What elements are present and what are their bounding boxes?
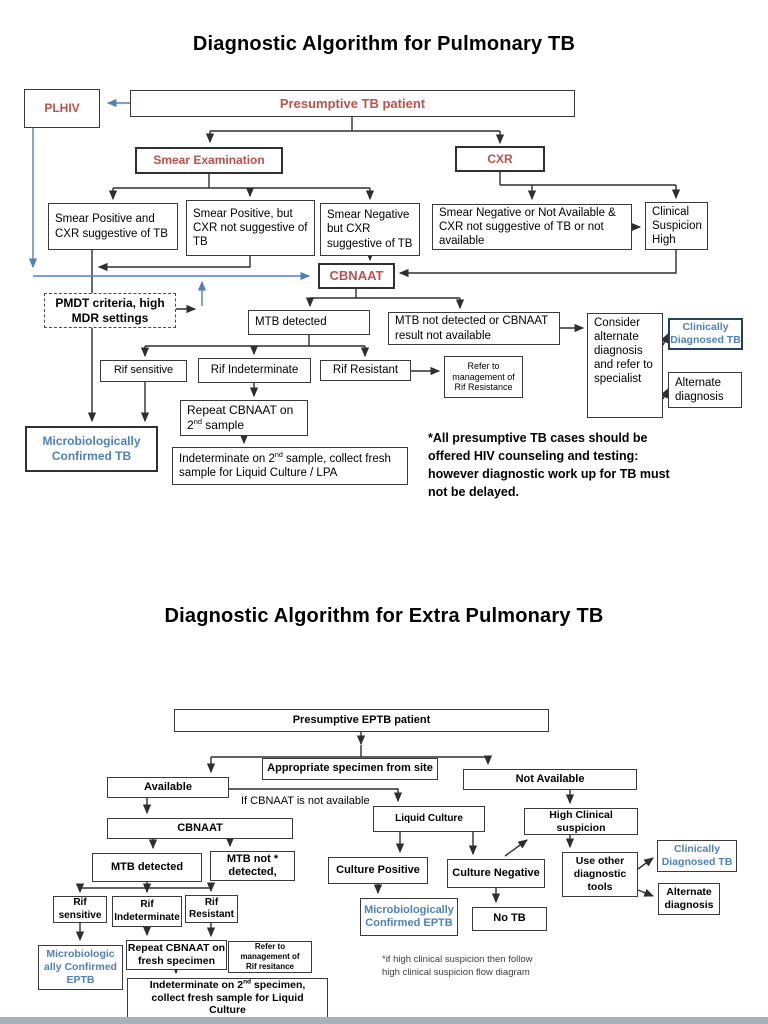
pmdt-criteria-box: PMDT criteria, high MDR settings — [44, 293, 176, 328]
culture-negative-box: Culture Negative — [447, 859, 545, 888]
rif-resistant-eptb-box: Rif Resistant — [185, 895, 238, 923]
appropriate-specimen-box: Appropriate specimen from site — [262, 758, 438, 780]
indeterminate-2nd-specimen-box: Indeterminate on 2nd specimen, collect f… — [127, 978, 328, 1018]
pulmonary-footnote: *All presumptive TB cases should be offe… — [428, 431, 670, 500]
culture-positive-box: Culture Positive — [328, 857, 428, 884]
rif-indeterminate-eptb-box: Rif Indeterminate — [112, 896, 182, 927]
rif-resistant-box: Rif Resistant — [320, 360, 411, 381]
mtb-not-detected-eptb-box: MTB not * detected, — [210, 851, 295, 881]
high-clinical-suspicion-box: High Clinical suspicion — [524, 808, 638, 835]
alternate-diagnosis-eptb-box: Alternate diagnosis — [658, 883, 720, 915]
repeat-cbnaat-fresh-specimen-box: Repeat CBNAAT on fresh specimen — [126, 940, 227, 970]
smear-neg-not-available-box: Smear Negative or Not Available & CXR no… — [432, 204, 632, 250]
indeterminate-2nd-sample-box: Indeterminate on 2nd sample, collect fre… — [172, 447, 408, 485]
rif-sensitive-eptb-box: Rif sensitive — [53, 896, 107, 923]
mtb-detected-eptb-box: MTB detected — [92, 853, 202, 882]
micro-confirmed-eptb-left-box: Microbiologic ally Confirmed EPTB — [38, 945, 123, 990]
not-available-box: Not Available — [463, 769, 637, 790]
indeterminate-text: Indeterminate on 2nd sample, collect fre… — [179, 451, 391, 479]
rif-indeterminate-box: Rif Indeterminate — [198, 358, 311, 383]
presumptive-tb-patient-box: Presumptive TB patient — [130, 90, 575, 117]
mtb-detected-box: MTB detected — [248, 310, 370, 335]
cxr-box: CXR — [455, 146, 545, 172]
alternate-diagnosis-box: Alternate diagnosis — [668, 372, 742, 408]
liquid-culture-box: Liquid Culture — [373, 806, 485, 832]
plhiv-box: PLHIV — [24, 89, 100, 128]
eptb-footnote: *if high clinical suspicion then follow … — [382, 954, 533, 978]
refer-rif-resitance-box: Refer to management of Rif resitance — [228, 941, 312, 973]
pulmonary-title: Diagnostic Algorithm for Pulmonary TB — [192, 33, 576, 55]
repeat-cbnaat-box: Repeat CBNAAT on 2nd sample — [180, 400, 308, 436]
indeterminate-eptb-text: Indeterminate on 2nd specimen, collect f… — [149, 978, 306, 1017]
smear-examination-box: Smear Examination — [135, 147, 283, 174]
clinically-diagnosed-tb-box: Clinically Diagnosed TB — [668, 318, 743, 350]
refer-rif-resistance-box: Refer to management of Rif Resistance — [444, 356, 523, 398]
extra-pulmonary-title: Diagnostic Algorithm for Extra Pulmonary… — [164, 605, 604, 627]
repeat-cbnaat-text: Repeat CBNAAT on 2nd sample — [187, 403, 294, 432]
page-bottom-edge — [0, 1017, 768, 1024]
rif-sensitive-box: Rif sensitive — [100, 360, 187, 382]
clinically-diagnosed-tb-eptb-box: Clinically Diagnosed TB — [657, 840, 737, 872]
if-cbnaat-not-available-label: If CBNAAT is not available — [241, 795, 370, 807]
use-other-diagnostic-tools-box: Use other diagnostic tools — [562, 852, 638, 897]
cbnaat-eptb-box: CBNAAT — [107, 818, 293, 839]
consider-alternate-box: Consider alternate diagnosis and refer t… — [587, 313, 663, 418]
available-box: Available — [107, 777, 229, 798]
micro-confirmed-tb-box: Microbiologically Confirmed TB — [25, 426, 158, 472]
no-tb-box: No TB — [472, 907, 547, 931]
mtb-not-detected-box: MTB not detected or CBNAAT result not av… — [388, 312, 560, 345]
presumptive-eptb-patient-box: Presumptive EPTB patient — [174, 709, 549, 732]
smear-pos-cxr-sug-box: Smear Positive and CXR suggestive of TB — [48, 203, 178, 250]
smear-pos-cxr-not-box: Smear Positive, but CXR not suggestive o… — [186, 200, 315, 256]
smear-neg-cxr-sug-box: Smear Negative but CXR suggestive of TB — [320, 203, 420, 256]
clinical-suspicion-high-box: Clinical Suspicion High — [645, 202, 708, 250]
micro-confirmed-eptb-box: Microbiologically Confirmed EPTB — [360, 898, 458, 936]
cbnaat-box: CBNAAT — [318, 263, 395, 289]
